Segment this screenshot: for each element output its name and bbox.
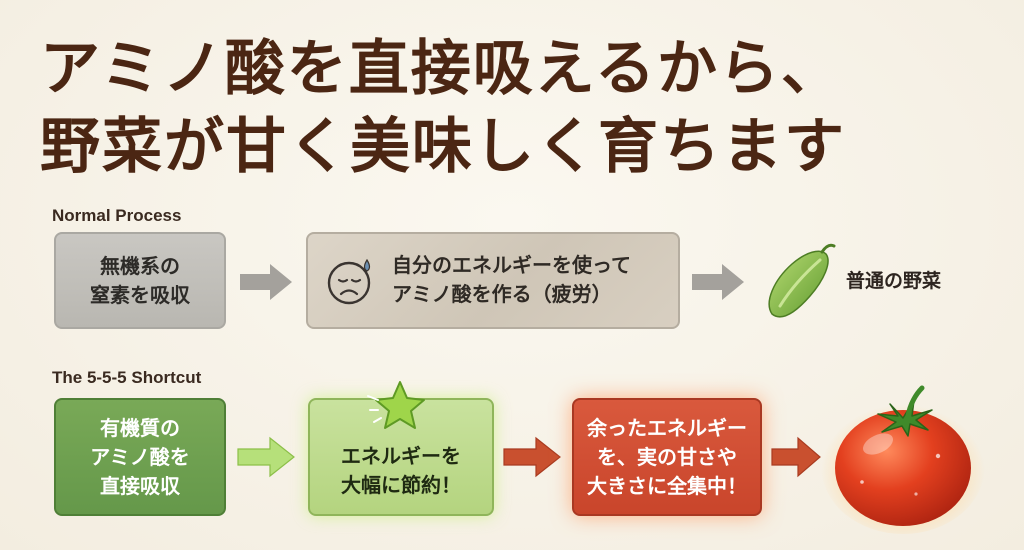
arrow-right-icon: [240, 264, 292, 300]
normal-process-label: Normal Process: [52, 206, 182, 225]
shortcut-step3-line1: 余ったエネルギー: [587, 415, 747, 440]
main-title: アミノ酸を直接吸えるから、 野菜が甘く美味しく育ちます: [40, 30, 990, 186]
normal-step2-line1: 自分のエネルギーを使って: [392, 253, 631, 277]
shortcut-label: The 5-5-5 Shortcut: [52, 368, 202, 387]
arrow-right-icon: [692, 264, 744, 300]
normal-step-absorb-inorganic: 無機系の 窒素を吸収: [54, 232, 226, 329]
shortcut-step-focus-energy: 余ったエネルギー を、実の甘さや 大きさに全集中！: [572, 398, 762, 516]
shortcut-step1-line2: アミノ酸を: [90, 444, 190, 469]
arrow-right-icon: [237, 436, 295, 478]
arrow-right-icon: [771, 436, 821, 478]
shortcut-step3-line2: を、実の甘さや: [597, 444, 737, 469]
normal-step1-line2: 窒素を吸収: [90, 282, 190, 307]
cucumber-icon: [768, 243, 836, 318]
tomato-icon: [821, 385, 985, 534]
normal-step-make-amino: 自分のエネルギーを使って アミノ酸を作る（疲労）: [306, 232, 680, 329]
shortcut-step2-line2: 大幅に節約！: [341, 473, 461, 497]
normal-step2-line2: アミノ酸を作る（疲労）: [392, 282, 612, 306]
shortcut-step2-line1: エネルギーを: [341, 444, 461, 468]
shortcut-step3-line3: 大きさに全集中！: [587, 473, 747, 498]
normal-step1-line1: 無機系の: [100, 253, 180, 278]
normal-result-label: 普通の野菜: [846, 270, 942, 292]
star-icon: [367, 381, 425, 429]
title-line-1: アミノ酸を直接吸えるから、: [40, 34, 843, 104]
tired-face-icon: [327, 258, 371, 305]
shortcut-step1-line3: 直接吸収: [99, 473, 180, 498]
shortcut-step-absorb-amino: 有機質の アミノ酸を 直接吸収: [54, 398, 226, 516]
shortcut-step1-line1: 有機質の: [99, 415, 180, 440]
arrow-right-icon: [503, 436, 561, 478]
title-line-2: 野菜が甘く美味しく育ちます: [40, 112, 846, 182]
